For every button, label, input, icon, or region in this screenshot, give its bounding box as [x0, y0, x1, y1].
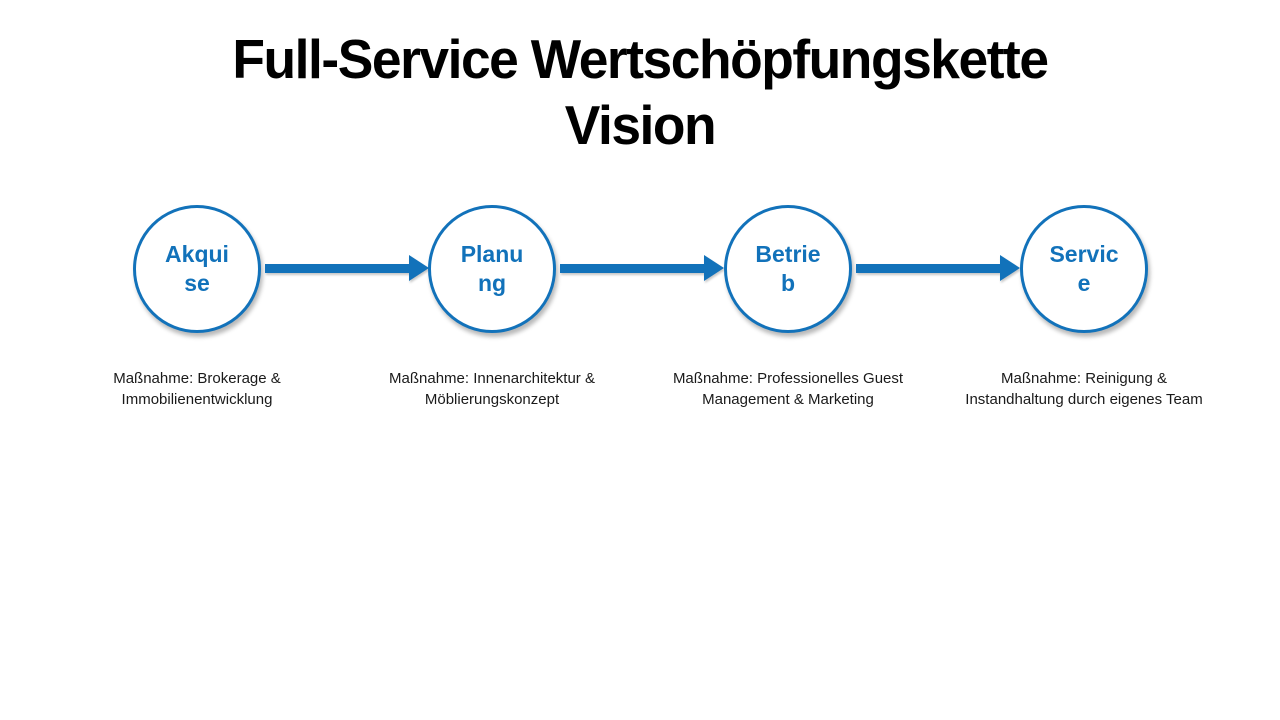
step-caption-betrieb: Maßnahme: Professionelles Guest Manageme… [672, 370, 904, 408]
step-label-betrieb-line-2: b [780, 270, 796, 296]
slide-title-line-2: Vision [564, 94, 717, 156]
step-caption-akquise: Maßnahme: Brokerage & Immobilienentwickl… [113, 370, 281, 408]
step-label-service-line-2: e [1077, 270, 1091, 296]
arrow-right-icon [856, 255, 1020, 281]
step-label-service: Servic e [1049, 240, 1118, 298]
arrow-head [409, 255, 429, 281]
slide-title-line-1: Full-Service Wertschöpfungskette [232, 28, 1049, 90]
step-label-akquise-line-2: se [184, 270, 210, 296]
slide-title: Full-Service Wertschöpfungskette Vision [19, 26, 1261, 158]
step-label-akquise-line-1: Akqui [165, 241, 229, 267]
step-label-planung: Planu ng [461, 240, 524, 298]
step-circle-betrieb: Betrie b [724, 205, 852, 333]
step-caption-service: Maßnahme: Reinigung & Instandhaltung dur… [965, 370, 1203, 408]
step-caption-planung: Maßnahme: Innenarchitektur & Möblierungs… [389, 370, 595, 408]
step-circle-planung: Planu ng [428, 205, 556, 333]
arrow-shaft [856, 263, 1000, 273]
arrow-head [1000, 255, 1020, 281]
step-label-betrieb: Betrie b [755, 240, 820, 298]
step-label-planung-line-2: ng [477, 270, 507, 296]
step-circle-akquise: Akqui se [133, 205, 261, 333]
arrow-head [704, 255, 724, 281]
step-circle-service: Servic e [1020, 205, 1148, 333]
step-label-akquise: Akqui se [165, 240, 229, 298]
arrow-right-icon [265, 255, 429, 281]
arrow-shaft [560, 263, 704, 273]
arrow-shaft [265, 263, 409, 273]
step-label-service-line-1: Servic [1049, 241, 1119, 267]
step-label-betrieb-line-1: Betrie [755, 241, 821, 267]
step-label-planung-line-1: Planu [460, 241, 524, 267]
arrow-right-icon [560, 255, 724, 281]
